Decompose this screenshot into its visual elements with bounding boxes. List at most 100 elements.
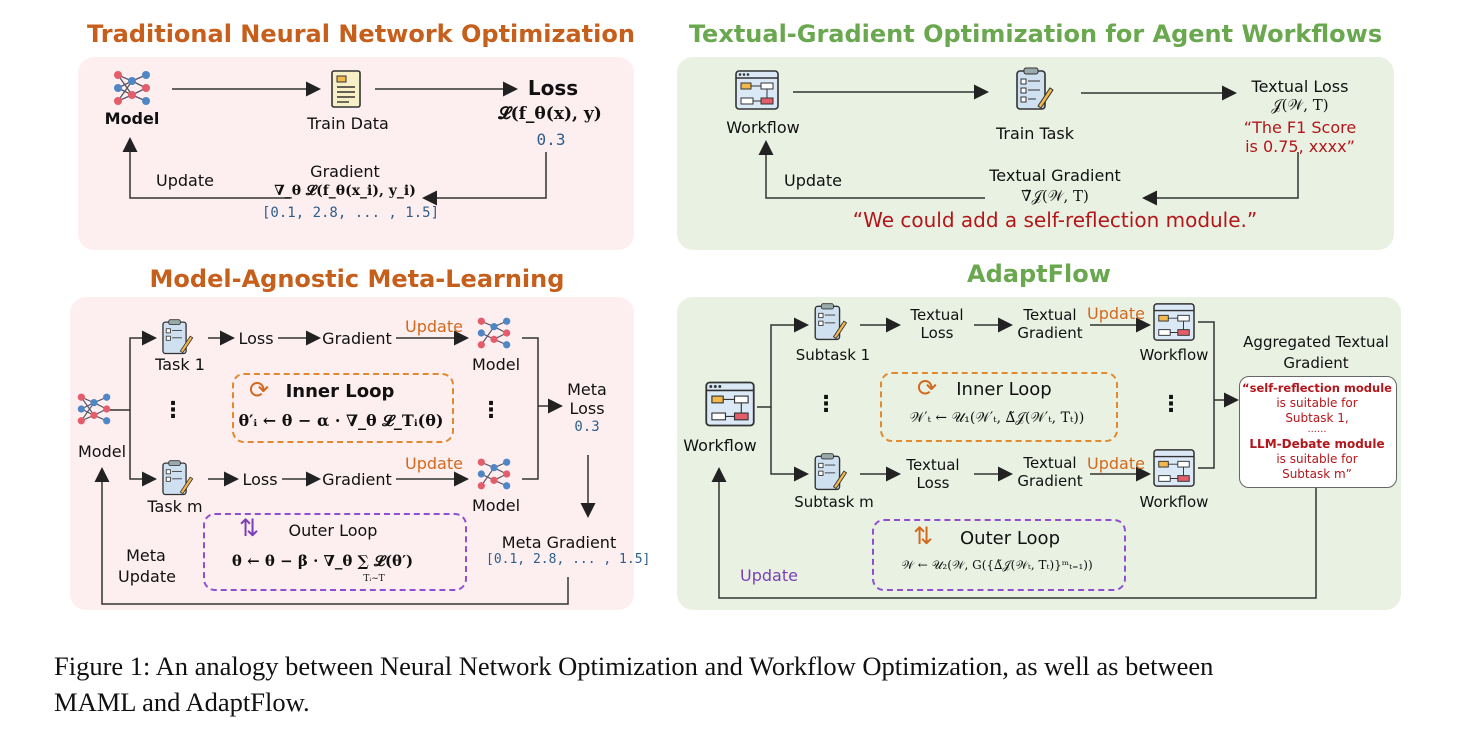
text-loss-formula: 𝒥(𝒲, T) <box>1271 96 1329 114</box>
maml-inner-formula: θ′ᵢ ← θ − α · ∇_θ 𝓛_Tᵢ(θ) <box>238 411 444 430</box>
af-textual-gradient-1b: Gradient <box>1017 324 1083 342</box>
maml-model-top-label: Model <box>471 355 521 374</box>
maml-meta-gradient-value: [0.1, 2.8, ... , 1.5] <box>486 552 651 567</box>
maml-task-m-label: Task m <box>147 497 203 516</box>
clipboard-task-icon <box>1016 67 1054 110</box>
af-agg-line-3: Subtask 1, <box>1285 411 1349 425</box>
maml-loss-m: Loss <box>242 470 278 489</box>
figure-caption-line-1: Figure 1: An analogy between Neural Netw… <box>54 651 1214 681</box>
trad-update-label: Update <box>156 171 214 190</box>
aggregated-gradient-box <box>1239 376 1397 488</box>
workflow-window-icon <box>1153 303 1195 341</box>
text-textual-loss-label: Textual Loss <box>1251 77 1349 96</box>
maml-meta-update-2: Update <box>118 567 176 586</box>
af-agg-title-2: Gradient <box>1283 354 1349 372</box>
text-gradient-quote: “We could add a self-reflection module.” <box>852 208 1258 232</box>
workflow-window-icon <box>735 70 779 110</box>
trad-model-label: Model <box>104 109 160 128</box>
text-loss-quote-1: “The F1 Score <box>1243 118 1357 137</box>
maml-dots-left: ⋮ <box>162 398 184 423</box>
clipboard-task-icon <box>814 303 848 341</box>
maml-meta-loss-1: Meta <box>567 380 607 399</box>
af-inner-formula: 𝒲′ₜ ← 𝒰₁(𝒲′ₜ, ∆̃𝒥(𝒲′ₜ, Tₜ)) <box>909 410 1085 426</box>
af-textual-loss-1b: Loss <box>920 324 954 342</box>
maml-outer-loop-label: Outer Loop <box>288 521 378 540</box>
af-update-1: Update <box>1087 304 1145 323</box>
trad-loss-value: 0.3 <box>536 130 566 149</box>
af-textual-loss-ma: Textual <box>906 456 960 474</box>
text-update-label: Update <box>784 171 842 190</box>
title-adaptflow: AdaptFlow <box>967 260 1111 288</box>
title-traditional: Traditional Neural Network Optimization <box>87 20 635 48</box>
text-loss-quote-2: is 0.75, xxxx” <box>1245 137 1355 156</box>
clipboard-task-icon <box>814 453 848 491</box>
af-agg-line-7: Subtask m” <box>1282 467 1352 481</box>
af-agg-line-2: is suitable for <box>1276 396 1358 410</box>
af-update-m: Update <box>1087 454 1145 473</box>
af-agg-line-5: LLM-Debate module <box>1249 437 1385 451</box>
af-agg-line-4: ...... <box>1307 424 1327 435</box>
af-textual-loss-mb: Loss <box>916 474 950 492</box>
trad-gradient-value: [0.1, 2.8, ... , 1.5] <box>262 205 440 221</box>
maml-meta-gradient-label: Meta Gradient <box>501 533 617 552</box>
af-inner-loop-label: Inner Loop <box>956 379 1052 400</box>
af-textual-loss-1a: Textual <box>910 306 964 324</box>
clipboard-task-icon <box>162 460 194 496</box>
maml-loss-1: Loss <box>238 329 274 348</box>
text-textual-gradient-label: Textual Gradient <box>989 166 1121 185</box>
af-workflow-label: Workflow <box>683 436 757 455</box>
af-update-bottom: Update <box>740 566 798 585</box>
maml-dots-right: ⋮ <box>480 398 502 423</box>
neural-network-icon <box>114 71 150 105</box>
af-subtask-m-label: Subtask m <box>794 493 874 511</box>
maml-outer-sub: Tᵢ∼T <box>363 574 385 584</box>
af-subtask-1-label: Subtask 1 <box>795 346 871 364</box>
af-workflow-bottom-label: Workflow <box>1139 493 1209 511</box>
trad-gradient-label: Gradient <box>310 162 380 181</box>
maml-update-1: Update <box>405 317 463 336</box>
af-outer-loop-label: Outer Loop <box>960 528 1060 549</box>
af-textual-gradient-ma: Textual <box>1023 454 1077 472</box>
af-outer-loop-box <box>872 519 1126 591</box>
af-agg-line-1: “self-reflection module <box>1242 381 1392 395</box>
af-textual-gradient-1a: Textual <box>1023 306 1077 324</box>
maml-outer-loop-box <box>203 513 467 591</box>
af-inner-loop-box <box>880 372 1118 442</box>
workflow-window-icon <box>1153 449 1195 487</box>
trad-loss-formula: 𝓛(f_θ(x), y) <box>498 104 602 124</box>
text-workflow-label: Workflow <box>726 118 800 137</box>
maml-gradient-m: Gradient <box>322 470 392 489</box>
maml-inner-loop-label: Inner Loop <box>285 381 395 402</box>
af-textual-gradient-mb: Gradient <box>1017 472 1083 490</box>
maml-model-label: Model <box>77 442 127 461</box>
maml-gradient-1: Gradient <box>322 329 392 348</box>
maml-update-m: Update <box>405 454 463 473</box>
maml-task-1-label: Task 1 <box>155 355 205 374</box>
workflow-window-icon <box>705 381 755 427</box>
text-gradient-formula: ∇̃𝒥(𝒲, T) <box>1021 187 1089 205</box>
clipboard-task-icon <box>162 319 194 355</box>
af-outer-formula: 𝒲 ← 𝒰₂(𝒲, G({∆̃𝒥(𝒲ₜ, Tₜ)}ᵐₜ₌₁)) <box>901 558 1093 572</box>
loop-arrows-icon: ⇅ <box>238 514 260 542</box>
af-dots-left: ⋮ <box>815 392 837 417</box>
neural-network-icon <box>477 458 511 490</box>
refresh-cycle-icon: ⟳ <box>916 374 938 402</box>
af-agg-title-1: Aggregated Textual <box>1243 333 1389 351</box>
trad-loss-label: Loss <box>527 76 579 100</box>
trad-train-data-label: Train Data <box>307 114 389 133</box>
neural-network-icon <box>77 393 111 425</box>
af-dots-right: ⋮ <box>1160 392 1182 417</box>
maml-outer-formula: θ ← θ − β · ∇_θ ∑ 𝓛(θ′) <box>231 552 414 570</box>
text-train-task-label: Train Task <box>995 124 1074 143</box>
title-maml: Model-Agnostic Meta-Learning <box>149 265 565 293</box>
maml-meta-loss-2: Loss <box>569 399 605 418</box>
maml-meta-update-1: Meta <box>126 546 166 565</box>
figure-caption-line-2: MAML and AdaptFlow. <box>54 687 310 717</box>
trad-gradient-formula: ∇_θ 𝓛(f_θ(x_i), y_i) <box>274 183 416 199</box>
title-textual: Textual-Gradient Optimization for Agent … <box>688 20 1383 48</box>
maml-inner-loop-box <box>232 373 454 443</box>
document-icon <box>331 70 361 108</box>
af-workflow-top-label: Workflow <box>1139 346 1209 364</box>
refresh-cycle-icon: ⟳ <box>248 376 270 404</box>
maml-model-bottom-label: Model <box>471 496 521 515</box>
